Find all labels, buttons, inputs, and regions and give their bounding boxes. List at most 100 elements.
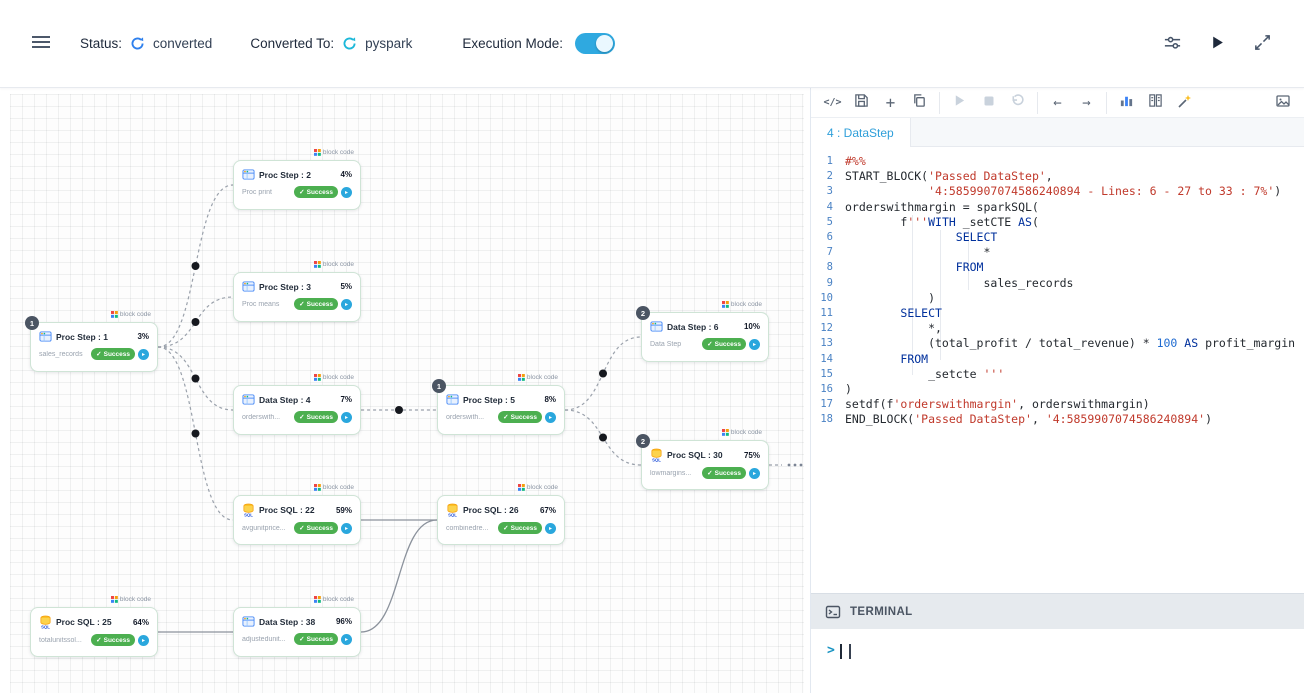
node-percent: 7%: [340, 395, 352, 404]
table-icon: [650, 320, 663, 333]
add-cell-button[interactable]: +: [877, 91, 904, 115]
copy-button[interactable]: [906, 91, 933, 115]
pipeline-node-n5[interactable]: block code1Proc Step : 58%orderswith...✓…: [437, 385, 565, 435]
node-action-button[interactable]: ▸: [341, 412, 352, 423]
preview-button[interactable]: [1269, 91, 1296, 115]
code-line: 15 _setcte ''': [811, 367, 1304, 382]
code-editor[interactable]: 1#%%2START_BLOCK('Passed DataStep',3 '4:…: [811, 147, 1304, 593]
run-icon: [953, 94, 966, 111]
svg-text:SQL: SQL: [41, 625, 50, 630]
reset-button[interactable]: [1004, 91, 1031, 115]
save-button[interactable]: [848, 91, 875, 115]
swap-arrows-icon: [1253, 33, 1272, 55]
nav-back-button[interactable]: ←: [1044, 91, 1071, 115]
stats-button[interactable]: [1113, 91, 1140, 115]
code-line: 6 SELECT: [811, 230, 1304, 245]
line-number: 6: [811, 230, 845, 245]
execution-mode-toggle[interactable]: [575, 33, 615, 54]
block-code-label: block code: [111, 311, 151, 318]
nav-forward-button[interactable]: →: [1073, 91, 1100, 115]
main-area: block code1Proc Step : 13%sales_records✓…: [0, 88, 1304, 693]
line-number: 14: [811, 352, 845, 367]
node-action-button[interactable]: ▸: [545, 412, 556, 423]
node-action-button[interactable]: ▸: [749, 468, 760, 479]
terminal-input-area[interactable]: >: [811, 629, 1304, 693]
line-number: 2: [811, 169, 845, 184]
line-number: 11: [811, 306, 845, 321]
line-number: 10: [811, 291, 845, 306]
node-title: Proc SQL : 25: [56, 617, 129, 627]
blocks-icon: [518, 484, 525, 491]
node-action-button[interactable]: ▸: [341, 187, 352, 198]
node-action-button[interactable]: ▸: [341, 299, 352, 310]
terminal-header[interactable]: TERMINAL: [811, 593, 1304, 629]
success-badge: ✓Success: [91, 348, 135, 360]
pipeline-node-n22[interactable]: block codeSQLProc SQL : 2259%avgunitpric…: [233, 495, 361, 545]
status-value: converted: [153, 36, 212, 51]
code-line: 18END_BLOCK('Passed DataStep', '4:585990…: [811, 412, 1304, 427]
node-action-button[interactable]: ▸: [341, 634, 352, 645]
toolbar-divider: [939, 92, 940, 114]
run-pipeline-button[interactable]: [1206, 31, 1229, 57]
pipeline-node-n30[interactable]: block code2SQLProc SQL : 3075%lowmargins…: [641, 440, 769, 490]
stop-button[interactable]: [975, 91, 1002, 115]
status-group: Status: converted: [80, 36, 212, 51]
node-subtitle: orderswith...: [446, 414, 495, 421]
pipeline-node-n2[interactable]: block codeProc Step : 24%Proc print✓Succ…: [233, 160, 361, 210]
line-number: 12: [811, 321, 845, 336]
magic-wand-icon: [1177, 93, 1193, 113]
converted-status-icon: [130, 36, 145, 51]
pipeline-node-n1[interactable]: block code1Proc Step : 13%sales_records✓…: [30, 322, 158, 372]
settings-button[interactable]: [1159, 29, 1186, 59]
compare-code-button[interactable]: [1142, 91, 1169, 115]
node-percent: 64%: [133, 618, 149, 627]
pipeline-node-n6[interactable]: block code2Data Step : 610%Data Step✓Suc…: [641, 312, 769, 362]
block-code-label: block code: [314, 596, 354, 603]
pipeline-node-n4[interactable]: block codeData Step : 47%orderswith...✓S…: [233, 385, 361, 435]
check-icon: ✓: [96, 350, 101, 358]
block-code-label: block code: [314, 261, 354, 268]
plus-icon: +: [886, 93, 896, 112]
node-action-button[interactable]: ▸: [545, 523, 556, 534]
image-icon: [1275, 93, 1291, 113]
pipeline-node-n3[interactable]: block codeProc Step : 35%Proc means✓Succ…: [233, 272, 361, 322]
ai-fix-button[interactable]: [1171, 91, 1198, 115]
code-line: 3 '4:5859907074586240894 - Lines: 6 - 27…: [811, 184, 1304, 199]
check-icon: ✓: [503, 524, 508, 532]
pipeline-node-n38[interactable]: block codeData Step : 3896%adjustedunit.…: [233, 607, 361, 657]
menu-button[interactable]: [28, 31, 54, 56]
success-badge: ✓Success: [498, 522, 542, 534]
node-action-button[interactable]: ▸: [138, 349, 149, 360]
success-badge: ✓Success: [702, 467, 746, 479]
node-action-button[interactable]: ▸: [138, 635, 149, 646]
pipeline-node-n25[interactable]: block codeSQLProc SQL : 2564%totalunitss…: [30, 607, 158, 657]
check-icon: ✓: [299, 635, 304, 643]
node-action-button[interactable]: ▸: [341, 523, 352, 534]
node-percent: 8%: [544, 395, 556, 404]
block-code-label: block code: [722, 429, 762, 436]
node-order-badge: 2: [636, 306, 650, 320]
play-icon: [1210, 35, 1225, 53]
pyspark-icon: [342, 36, 357, 51]
node-subtitle: combinedre...: [446, 525, 495, 532]
code-lines: 1#%%2START_BLOCK('Passed DataStep',3 '4:…: [811, 154, 1304, 428]
code-view-button[interactable]: </>: [819, 91, 846, 115]
table-icon: [242, 393, 255, 406]
code-line: 17setdf(f'orderswithmargin', orderswithm…: [811, 397, 1304, 412]
block-code-label: block code: [314, 149, 354, 156]
tune-icon: [1163, 33, 1182, 55]
node-subtitle: Proc means: [242, 301, 291, 308]
arrow-right-icon: →: [1082, 95, 1090, 111]
save-icon: [854, 93, 869, 112]
pipeline-node-n26[interactable]: block codeSQLProc SQL : 2667%combinedre.…: [437, 495, 565, 545]
code-line: 14 FROM: [811, 352, 1304, 367]
run-cell-button[interactable]: [946, 91, 973, 115]
success-badge: ✓Success: [702, 338, 746, 350]
line-number: 17: [811, 397, 845, 412]
compare-view-button[interactable]: [1249, 29, 1276, 59]
line-number: 3: [811, 184, 845, 199]
node-action-button[interactable]: ▸: [749, 339, 760, 350]
pipeline-canvas[interactable]: block code1Proc Step : 13%sales_records✓…: [0, 88, 810, 693]
tab-datastep[interactable]: 4 : DataStep: [811, 118, 911, 147]
terminal-label: TERMINAL: [850, 606, 913, 618]
